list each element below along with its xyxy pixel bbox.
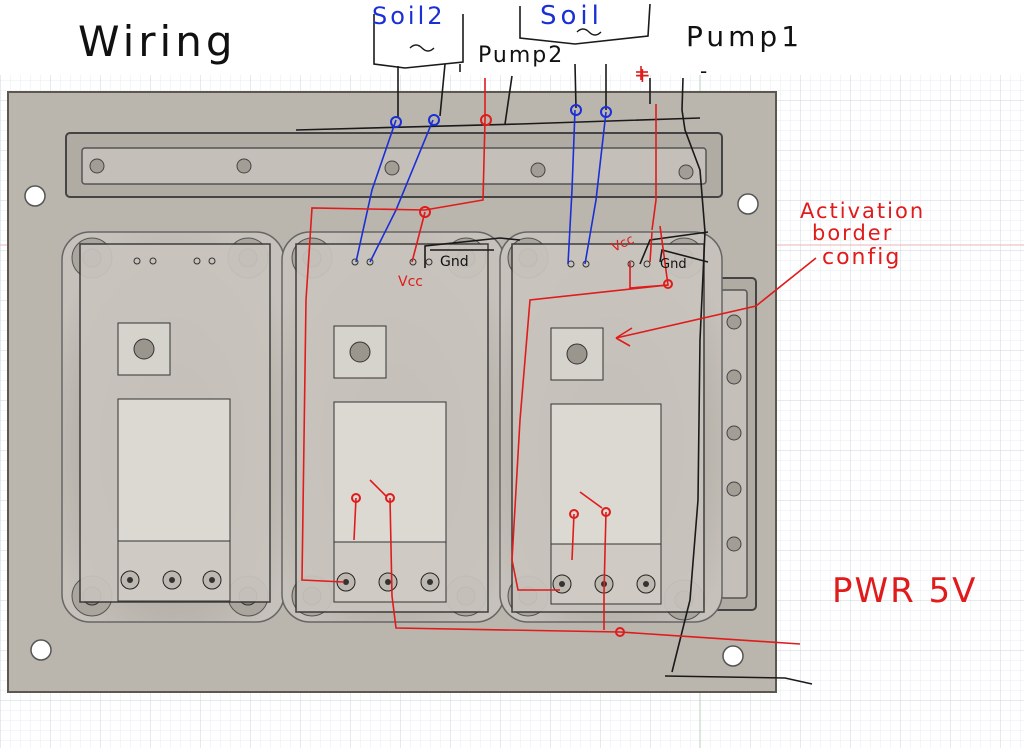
activation-label-line2: border xyxy=(812,221,893,245)
pump1-label: Pump1 xyxy=(686,20,803,53)
soil-right-label: Soil xyxy=(540,1,603,31)
diagram-title: Wiring xyxy=(78,17,237,66)
blue-connectors xyxy=(390,104,612,128)
relay-module-3 xyxy=(499,231,723,623)
relay-module-1 xyxy=(61,231,285,623)
mount-hole xyxy=(24,185,46,207)
relay-module-2 xyxy=(281,231,505,623)
right-rail xyxy=(711,277,757,611)
minus-label: - xyxy=(700,59,707,83)
black-wires xyxy=(295,3,813,685)
gnd-left-label: Gnd xyxy=(440,254,469,270)
gnd-right-label: Gnd xyxy=(660,257,687,272)
activation-label-line1: Activation xyxy=(800,199,925,223)
soil-left-label: Soil2 xyxy=(372,2,446,30)
mount-hole xyxy=(30,639,52,661)
mount-hole xyxy=(737,193,759,215)
red-wires xyxy=(301,66,817,645)
top-rail xyxy=(65,132,723,198)
activation-label-line3: config xyxy=(822,245,901,270)
plus-label: + xyxy=(634,63,651,87)
power-label: PWR 5V xyxy=(832,571,977,611)
pump2-label: Pump2 xyxy=(478,43,564,68)
vcc-left-label: Vcc xyxy=(398,274,423,290)
red-connectors xyxy=(351,114,673,637)
mount-hole xyxy=(722,645,744,667)
